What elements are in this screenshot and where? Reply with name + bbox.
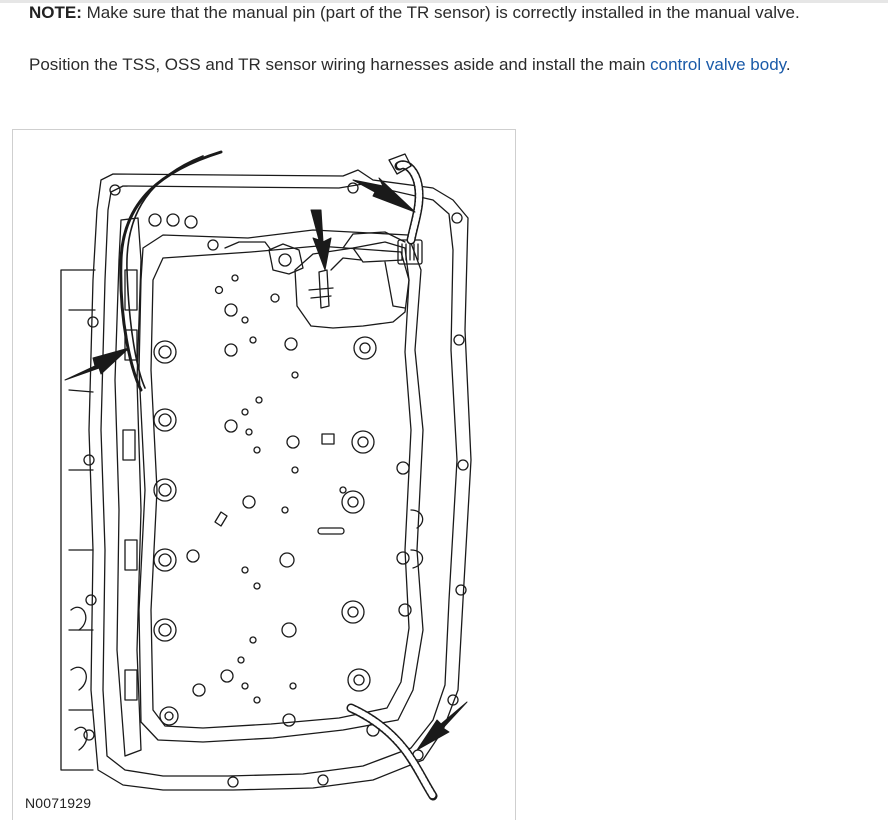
top-divider — [0, 0, 888, 3]
arrow-tr-harness — [352, 177, 416, 213]
detent-bracket — [268, 243, 304, 275]
case-left-rib — [60, 269, 96, 771]
plate-slot-2 — [317, 527, 345, 535]
step-trailing: . — [785, 55, 791, 74]
left-bores — [153, 340, 179, 726]
tss-harness-wire-2 — [126, 155, 204, 389]
plate-slot-3 — [214, 511, 228, 527]
step-paragraph: Position the TSS, OSS and TR sensor wiri… — [29, 54, 791, 76]
note-text: Make sure that the manual pin (part of t… — [81, 3, 800, 22]
valve-body-plate — [138, 229, 424, 743]
control-valve-body-link[interactable]: control valve body — [650, 55, 786, 74]
arrow-oss-harness — [416, 701, 468, 751]
detent-bolt — [278, 253, 292, 267]
oss-harness-inner — [348, 705, 436, 799]
case-inner-outline — [100, 183, 458, 777]
case-bolt-holes — [83, 182, 469, 788]
step-text: Position the TSS, OSS and TR sensor wiri… — [29, 55, 651, 74]
tr-sensor-housing-detail — [330, 231, 406, 309]
valve-body-illustration — [60, 150, 472, 801]
case-left-bumps — [70, 606, 88, 751]
arrow-manual-pin — [310, 209, 332, 271]
right-bores — [341, 336, 377, 692]
valve-body-plate-inner — [150, 245, 412, 729]
left-channel-rail — [114, 217, 142, 757]
callout-arrows — [64, 177, 468, 751]
top-ridge — [224, 241, 272, 251]
manual-pin-detail — [308, 287, 334, 299]
tss-harness-wire — [119, 150, 223, 392]
tr-sensor-housing — [294, 241, 410, 329]
plate-small-holes — [186, 274, 412, 737]
plate-slot-1 — [321, 433, 335, 445]
manual-pin — [318, 269, 330, 309]
note-paragraph: NOTE: Make sure that the manual pin (par… — [29, 2, 800, 24]
note-label: NOTE: — [29, 3, 82, 22]
arrow-tss-harness — [64, 347, 130, 381]
tr-harness-plug — [388, 153, 412, 175]
figure-id-label: N0071929 — [25, 795, 92, 811]
right-edge-cutouts — [410, 509, 424, 569]
top-left-holes — [148, 213, 219, 251]
tr-connector-ribs — [401, 243, 419, 261]
tr-harness-inner — [396, 161, 423, 243]
illustration-figure: N0071929 — [12, 129, 516, 820]
